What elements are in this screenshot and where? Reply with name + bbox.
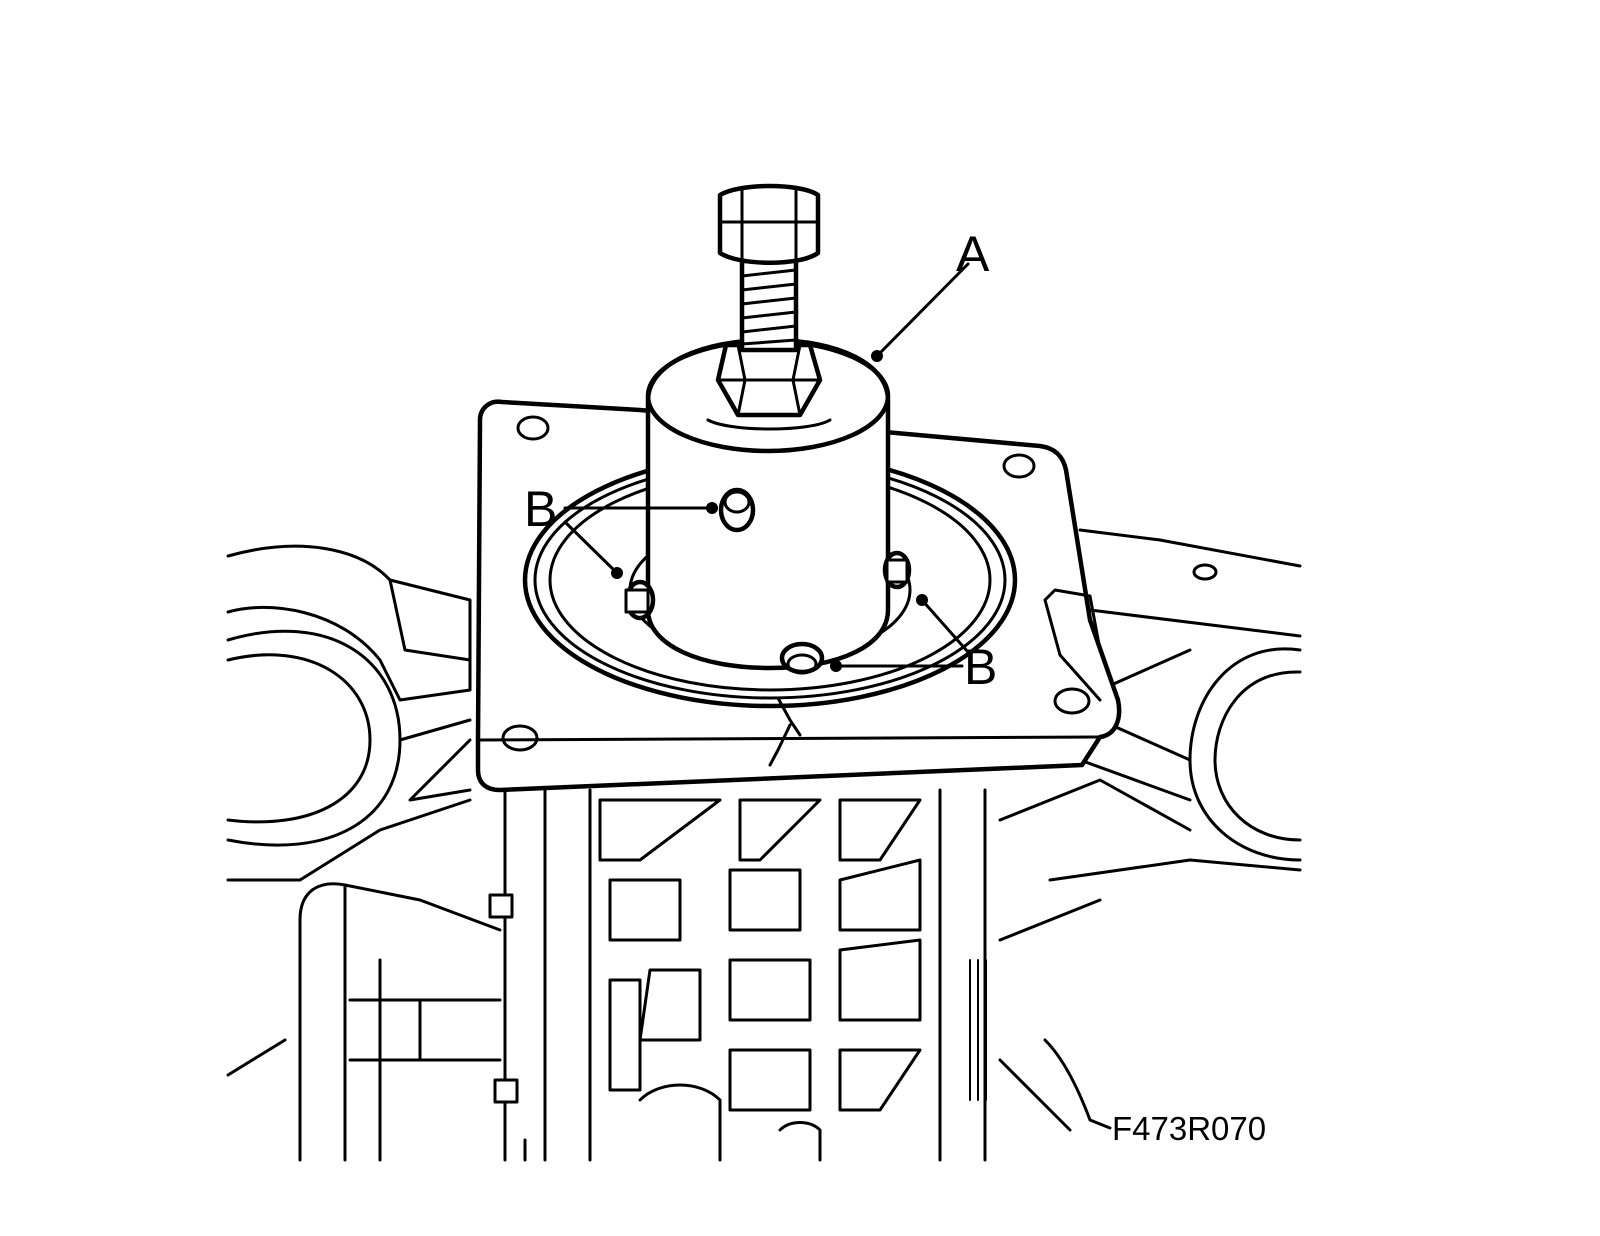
housing-left-arm — [226, 544, 472, 1077]
callout-label-b-left: B — [524, 481, 557, 537]
figure-id: F473R070 — [1112, 1110, 1266, 1147]
callout-dot-b3 — [916, 594, 928, 606]
callout-dot-b1 — [706, 502, 718, 514]
housing-right-arm — [998, 528, 1302, 1132]
callout-label-a: A — [956, 226, 990, 282]
callout-leader-b-left — [563, 502, 718, 579]
figure-id-leader — [1043, 1038, 1112, 1130]
callout-label-b-right: B — [964, 639, 997, 695]
callout-leader-b-right — [830, 594, 970, 672]
puller-tool — [624, 183, 912, 675]
callout-dot-b4 — [830, 660, 842, 672]
gearbox-body — [298, 788, 987, 1162]
callout-leader-a — [871, 262, 970, 362]
callout-dot-b2 — [611, 567, 623, 579]
callout-dot-a — [871, 350, 883, 362]
